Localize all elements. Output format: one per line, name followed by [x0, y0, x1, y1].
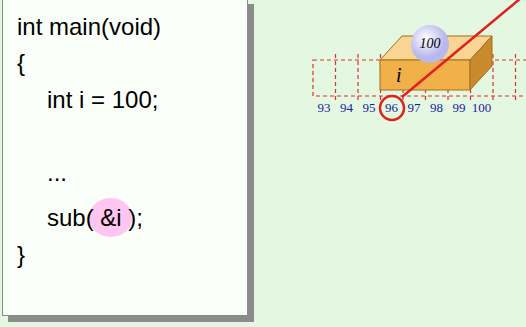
code-line: int i = 100;	[47, 86, 158, 114]
address-number: 93	[318, 100, 331, 115]
code-line: int main(void)	[17, 13, 161, 41]
code-line: }	[17, 241, 25, 269]
address-number: 100	[472, 100, 492, 115]
address-number: 94	[340, 100, 353, 115]
address-number: 98	[430, 100, 443, 115]
address-number: 96	[385, 100, 398, 115]
address-number: 97	[408, 100, 421, 115]
variable-name: i	[396, 64, 402, 86]
code-line: sub( &i );	[47, 204, 143, 232]
value-sphere: 100	[410, 24, 450, 64]
code-line: {	[17, 49, 25, 77]
value-label: 100	[420, 36, 441, 52]
code-box: int main(void) { int i = 100;... sub( &i );…	[2, 0, 248, 316]
address-number: 99	[453, 100, 466, 115]
code-line: ...	[47, 159, 67, 187]
address-number: 95	[363, 100, 376, 115]
